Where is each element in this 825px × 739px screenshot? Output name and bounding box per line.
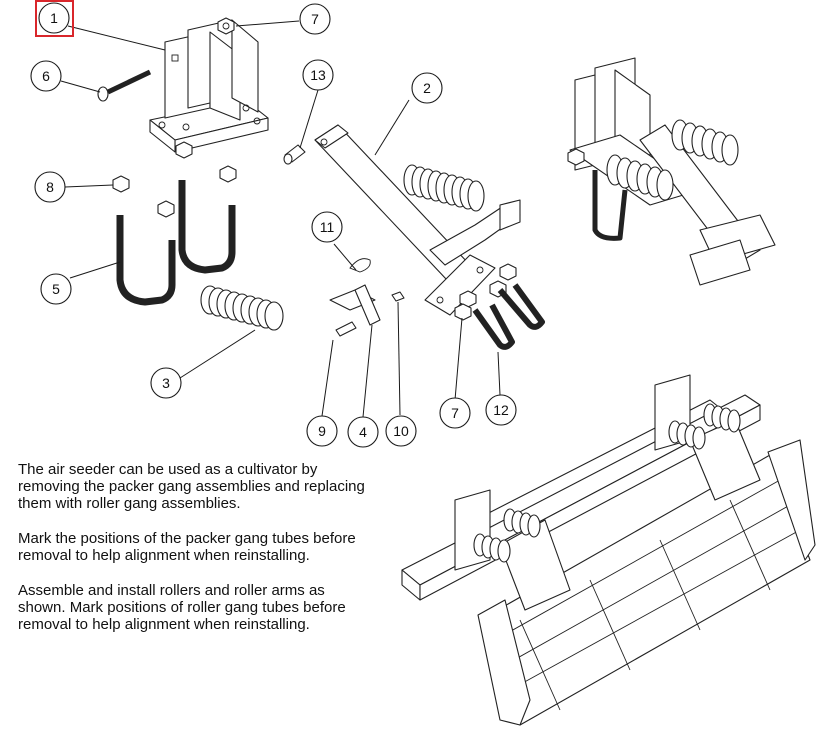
callout-6: 6 xyxy=(30,60,62,92)
callout-1-highlight xyxy=(35,0,74,37)
svg-text:4: 4 xyxy=(359,424,367,440)
clip-and-bracket xyxy=(329,258,405,337)
svg-text:7: 7 xyxy=(451,405,459,421)
nuts-group xyxy=(112,141,237,218)
instruction-paragraph: The air seeder can be used as a cultivat… xyxy=(18,461,365,512)
svg-text:13: 13 xyxy=(310,67,326,83)
instruction-paragraph: Assemble and install rollers and roller … xyxy=(18,582,346,633)
nut-top xyxy=(217,17,235,35)
callout-11: 11 xyxy=(311,211,343,243)
callout-3: 3 xyxy=(150,367,182,399)
spring-gang-left xyxy=(473,508,541,563)
svg-text:8: 8 xyxy=(46,179,54,195)
svg-text:6: 6 xyxy=(42,68,50,84)
callout-13: 13 xyxy=(302,59,334,91)
mounting-bracket xyxy=(149,19,269,153)
callout-8: 8 xyxy=(34,171,66,203)
callout-5: 5 xyxy=(40,273,72,305)
callout-10: 10 xyxy=(385,415,417,447)
roller-arm xyxy=(314,124,521,316)
u-bolts xyxy=(116,180,236,306)
svg-text:9: 9 xyxy=(318,423,326,439)
carriage-bolt xyxy=(97,69,152,102)
callout-7-bottom: 7 xyxy=(439,397,471,429)
svg-text:1: 1 xyxy=(50,10,58,26)
svg-text:7: 7 xyxy=(311,11,319,27)
spring-small xyxy=(200,285,284,331)
callout-4: 4 xyxy=(347,416,379,448)
callout-7-top: 7 xyxy=(299,3,331,35)
instruction-paragraph: Mark the positions of the packer gang tu… xyxy=(18,530,356,564)
spring-large-center xyxy=(403,164,485,212)
svg-text:3: 3 xyxy=(162,375,170,391)
spring-assembled-lower xyxy=(606,154,674,201)
svg-text:12: 12 xyxy=(493,402,509,418)
svg-text:2: 2 xyxy=(423,80,431,96)
callout-9: 9 xyxy=(306,415,338,447)
instructions-text: The air seeder can be used as a cultivat… xyxy=(18,461,368,651)
assembled-arm-view xyxy=(567,57,776,286)
callout-2: 2 xyxy=(411,72,443,104)
spring-assembled-upper xyxy=(671,119,739,166)
svg-text:11: 11 xyxy=(320,219,335,235)
leader-lines xyxy=(60,20,501,418)
svg-text:10: 10 xyxy=(393,423,409,439)
small-u-bolts xyxy=(454,263,545,350)
svg-text:5: 5 xyxy=(52,281,60,297)
roller-gang-assembly xyxy=(401,374,816,726)
callout-1: 1 xyxy=(38,2,70,34)
pin xyxy=(283,144,306,165)
callout-12: 12 xyxy=(485,394,517,426)
spring-gang-right xyxy=(668,403,741,450)
